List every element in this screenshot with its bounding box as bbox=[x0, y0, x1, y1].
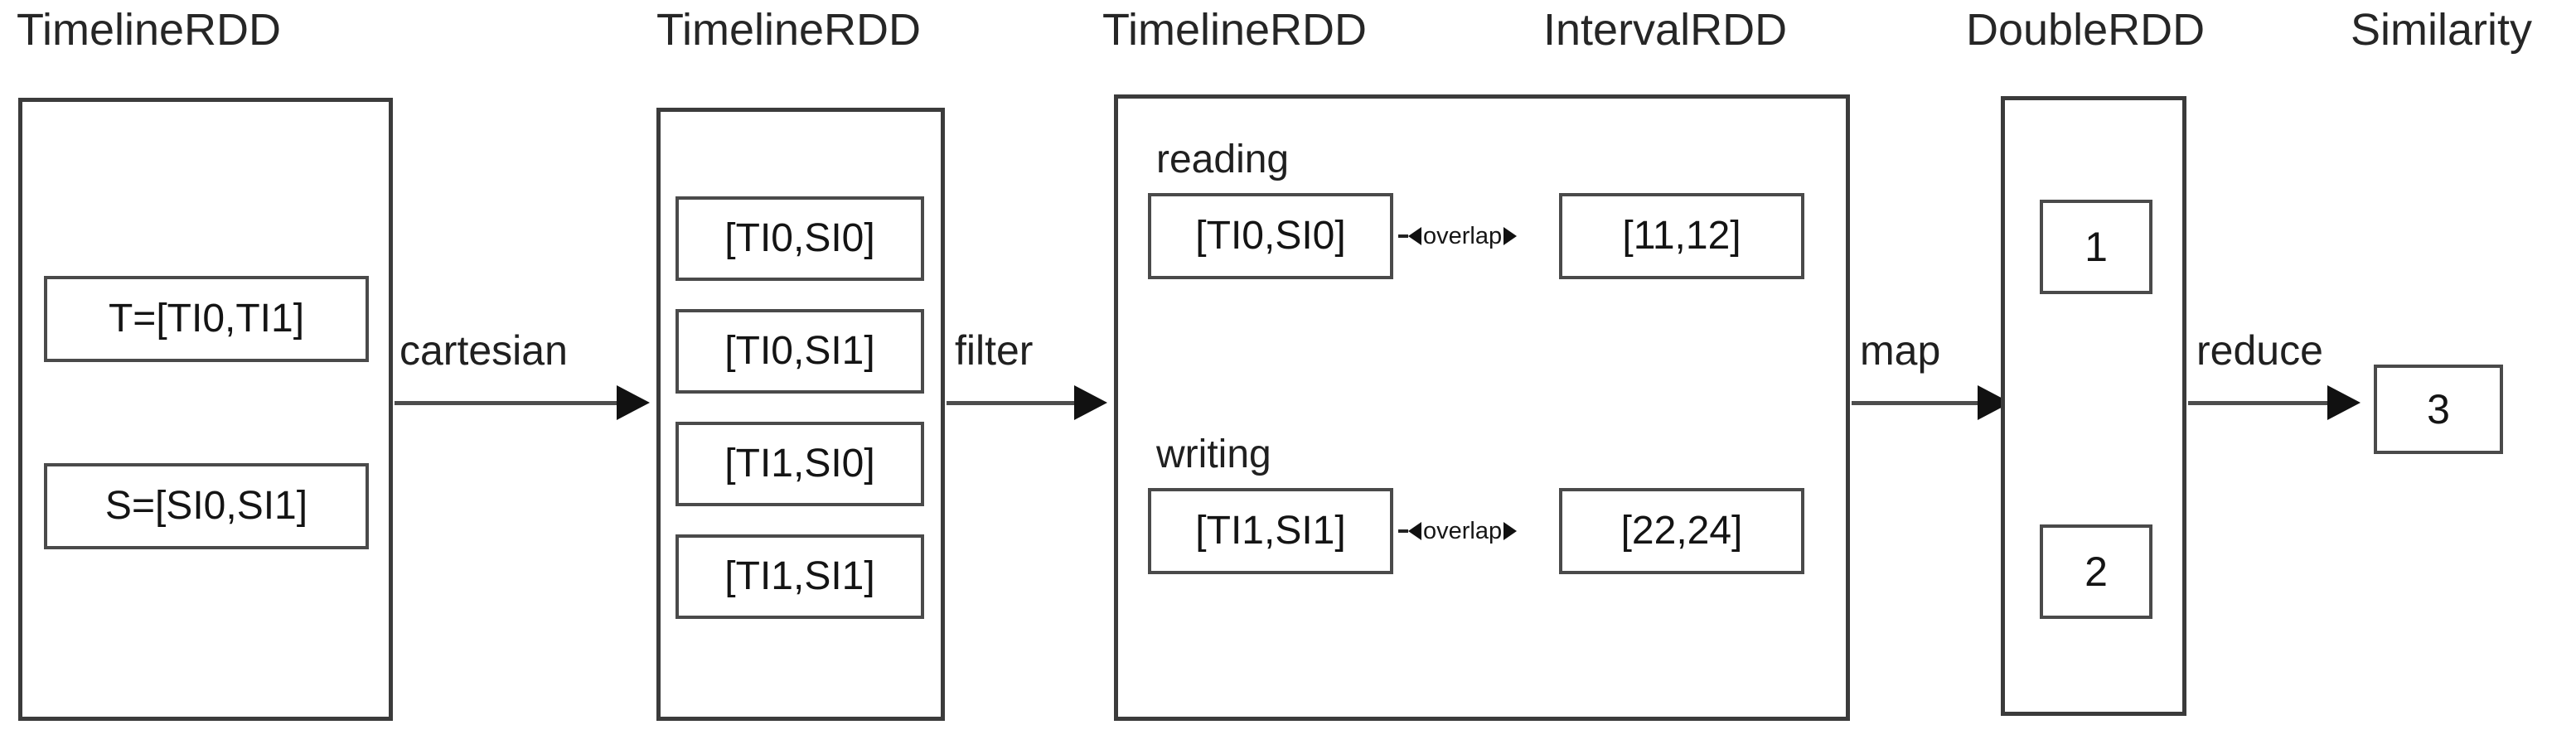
cartesian-pairs-container: [TI0,SI0] [TI0,SI1] [TI1,SI0] [TI1,SI1] bbox=[656, 108, 945, 721]
overlap-arrow-right-icon bbox=[1503, 227, 1518, 245]
doublerdd-item-1[interactable]: 1 bbox=[2040, 200, 2152, 294]
doublerdd-container: 1 2 bbox=[2001, 96, 2186, 716]
timeline-source-item-t[interactable]: T=[TI0,TI1] bbox=[44, 276, 369, 362]
column-header-doublerdd: DoubleRDD bbox=[1966, 5, 2206, 55]
filter-arrow-label: filter bbox=[955, 327, 1034, 374]
overlap-arrow-right-icon bbox=[1503, 522, 1518, 540]
overlap-label-writing: overlap bbox=[1423, 518, 1503, 544]
column-header-similarity: Similarity bbox=[2351, 5, 2533, 55]
timeline-source-container: T=[TI0,TI1] S=[SI0,SI1] bbox=[18, 98, 393, 721]
similarity-result-box[interactable]: 3 bbox=[2374, 365, 2503, 454]
reduce-arrow-label: reduce bbox=[2196, 327, 2323, 374]
timeline-source-item-s[interactable]: S=[SI0,SI1] bbox=[44, 463, 369, 549]
map-arrow-label: map bbox=[1860, 327, 1941, 374]
overlap-connector-writing: overlap bbox=[1398, 516, 1518, 546]
overlap-arrow-left-icon bbox=[1408, 227, 1421, 245]
filtered-pairs-container: reading [TI0,SI0] overlap [11,12] writin… bbox=[1114, 94, 1850, 721]
column-header-timeline-cartesian: TimelineRDD bbox=[656, 5, 922, 55]
overlap-stub-left-icon bbox=[1398, 234, 1408, 238]
reduce-arrow-head bbox=[2327, 385, 2361, 420]
column-header-intervalrdd: IntervalRDD bbox=[1543, 5, 1788, 55]
filter-arrow-line bbox=[947, 401, 1084, 405]
filter-arrow-head bbox=[1074, 385, 1107, 420]
map-arrow-line bbox=[1852, 401, 1991, 405]
cartesian-arrow-line bbox=[395, 401, 627, 405]
filtered-pair-reading[interactable]: [TI0,SI0] bbox=[1148, 193, 1393, 279]
filtered-row-caption-reading: reading bbox=[1156, 138, 1290, 181]
cartesian-arrow-head bbox=[617, 385, 650, 420]
interval-writing[interactable]: [22,24] bbox=[1559, 488, 1804, 574]
overlap-connector-reading: overlap bbox=[1398, 221, 1518, 251]
cartesian-arrow-label: cartesian bbox=[399, 327, 568, 374]
overlap-label-reading: overlap bbox=[1423, 223, 1503, 249]
column-header-timeline-filtered: TimelineRDD bbox=[1102, 5, 1368, 55]
column-header-timeline-source: TimelineRDD bbox=[17, 5, 282, 55]
filtered-pair-writing[interactable]: [TI1,SI1] bbox=[1148, 488, 1393, 574]
cartesian-pair-item-2[interactable]: [TI0,SI1] bbox=[675, 309, 924, 394]
filtered-row-caption-writing: writing bbox=[1156, 432, 1271, 476]
overlap-arrow-left-icon bbox=[1408, 522, 1421, 540]
reduce-arrow-line bbox=[2188, 401, 2341, 405]
cartesian-pair-item-1[interactable]: [TI0,SI0] bbox=[675, 196, 924, 281]
cartesian-pair-item-3[interactable]: [TI1,SI0] bbox=[675, 422, 924, 506]
interval-reading[interactable]: [11,12] bbox=[1559, 193, 1804, 279]
overlap-stub-left-icon bbox=[1398, 529, 1408, 533]
cartesian-pair-item-4[interactable]: [TI1,SI1] bbox=[675, 534, 924, 619]
doublerdd-item-2[interactable]: 2 bbox=[2040, 524, 2152, 619]
